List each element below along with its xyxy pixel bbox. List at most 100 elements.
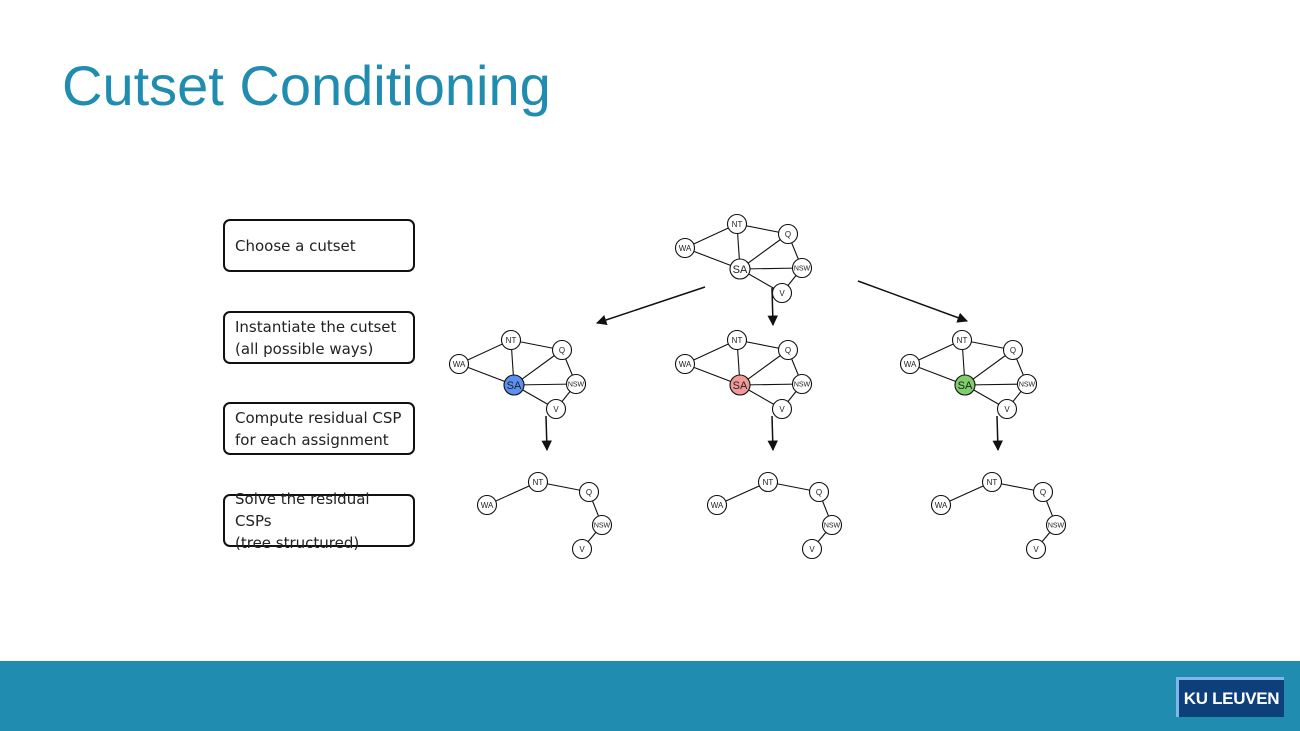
node-circle	[591, 514, 613, 536]
node-label: NSW	[594, 523, 611, 530]
step-label: Solve the residual CSPs (tree structured…	[235, 489, 370, 552]
node-wa: WA	[899, 353, 921, 375]
node-nt: NT	[981, 471, 1003, 493]
node-v: V	[801, 538, 823, 560]
node-circle	[729, 374, 751, 396]
node-nsw: NSW	[791, 373, 813, 395]
node-label: WA	[481, 501, 494, 510]
node-nsw: NSW	[591, 514, 613, 536]
node-label: V	[553, 405, 559, 414]
node-label: NT	[987, 478, 998, 487]
node-circle	[981, 471, 1003, 493]
node-label: SA	[507, 380, 522, 392]
node-label: NSW	[568, 382, 585, 389]
node-v: V	[1025, 538, 1047, 560]
node-circle	[545, 398, 567, 420]
logo-text: KU LEUVEN	[1183, 688, 1280, 708]
arrow-to-green	[857, 280, 968, 323]
node-nt: NT	[951, 329, 973, 351]
node-wa: WA	[674, 353, 696, 375]
node-label: V	[809, 545, 815, 554]
node-circle	[777, 223, 799, 245]
node-label: WA	[935, 501, 948, 510]
arrow-residual-2	[767, 415, 778, 452]
node-circle	[500, 329, 522, 351]
node-circle	[821, 514, 843, 536]
node-nt: NT	[726, 213, 748, 235]
node-label: NT	[732, 220, 743, 229]
node-nsw: NSW	[821, 514, 843, 536]
step-label: Compute residual CSP for each assignment	[235, 408, 402, 449]
node-nsw: NSW	[565, 373, 587, 395]
arrow-residual-1	[541, 415, 552, 452]
node-label: NT	[763, 478, 774, 487]
node-nt: NT	[757, 471, 779, 493]
node-nt: NT	[527, 471, 549, 493]
node-v: V	[545, 398, 567, 420]
node-wa: WA	[930, 494, 952, 516]
step-choose-cutset: Choose a cutset	[223, 219, 415, 272]
node-q: Q	[777, 339, 799, 361]
node-circle	[801, 538, 823, 560]
node-circle	[1025, 538, 1047, 560]
node-circle	[777, 339, 799, 361]
node-q: Q	[551, 339, 573, 361]
node-label: V	[779, 405, 785, 414]
node-sa: SA	[729, 258, 751, 280]
node-sa: SA	[954, 374, 976, 396]
node-q: Q	[1002, 339, 1024, 361]
node-circle	[571, 538, 593, 560]
node-circle	[726, 213, 748, 235]
node-circle	[729, 258, 751, 280]
node-wa: WA	[706, 494, 728, 516]
node-label: Q	[1040, 488, 1046, 497]
node-circle	[791, 257, 813, 279]
node-label: WA	[904, 360, 917, 369]
node-label: V	[779, 289, 785, 298]
node-circle	[448, 353, 470, 375]
step-compute-residual: Compute residual CSP for each assignment	[223, 402, 415, 455]
node-nsw: NSW	[1045, 514, 1067, 536]
graph-residual-3: NT Q WA NSW V	[930, 471, 1067, 560]
node-circle	[706, 494, 728, 516]
node-nt: NT	[500, 329, 522, 351]
node-circle	[791, 373, 813, 395]
node-q: Q	[1032, 481, 1054, 503]
node-nsw: NSW	[791, 257, 813, 279]
node-label: V	[1033, 545, 1039, 554]
node-label: WA	[679, 360, 692, 369]
node-label: NSW	[824, 523, 841, 530]
node-label: NSW	[794, 266, 811, 273]
node-label: SA	[733, 264, 748, 276]
node-sa: SA	[729, 374, 751, 396]
node-label: NT	[732, 336, 743, 345]
node-sa: SA	[503, 374, 525, 396]
step-label: Choose a cutset	[235, 236, 356, 255]
node-label: SA	[958, 380, 973, 392]
node-circle	[503, 374, 525, 396]
arrow-to-red	[767, 287, 778, 327]
node-label: Q	[785, 346, 791, 355]
footer-bar	[0, 661, 1300, 731]
node-circle	[1016, 373, 1038, 395]
node-v: V	[771, 398, 793, 420]
node-nsw: NSW	[1016, 373, 1038, 395]
node-circle	[674, 237, 696, 259]
node-label: NSW	[1019, 382, 1036, 389]
node-circle	[930, 494, 952, 516]
node-circle	[726, 329, 748, 351]
graph-instantiated-red: NT Q WA SA NSW V	[674, 329, 813, 420]
node-q: Q	[777, 223, 799, 245]
node-circle	[899, 353, 921, 375]
node-circle	[565, 373, 587, 395]
node-wa: WA	[476, 494, 498, 516]
